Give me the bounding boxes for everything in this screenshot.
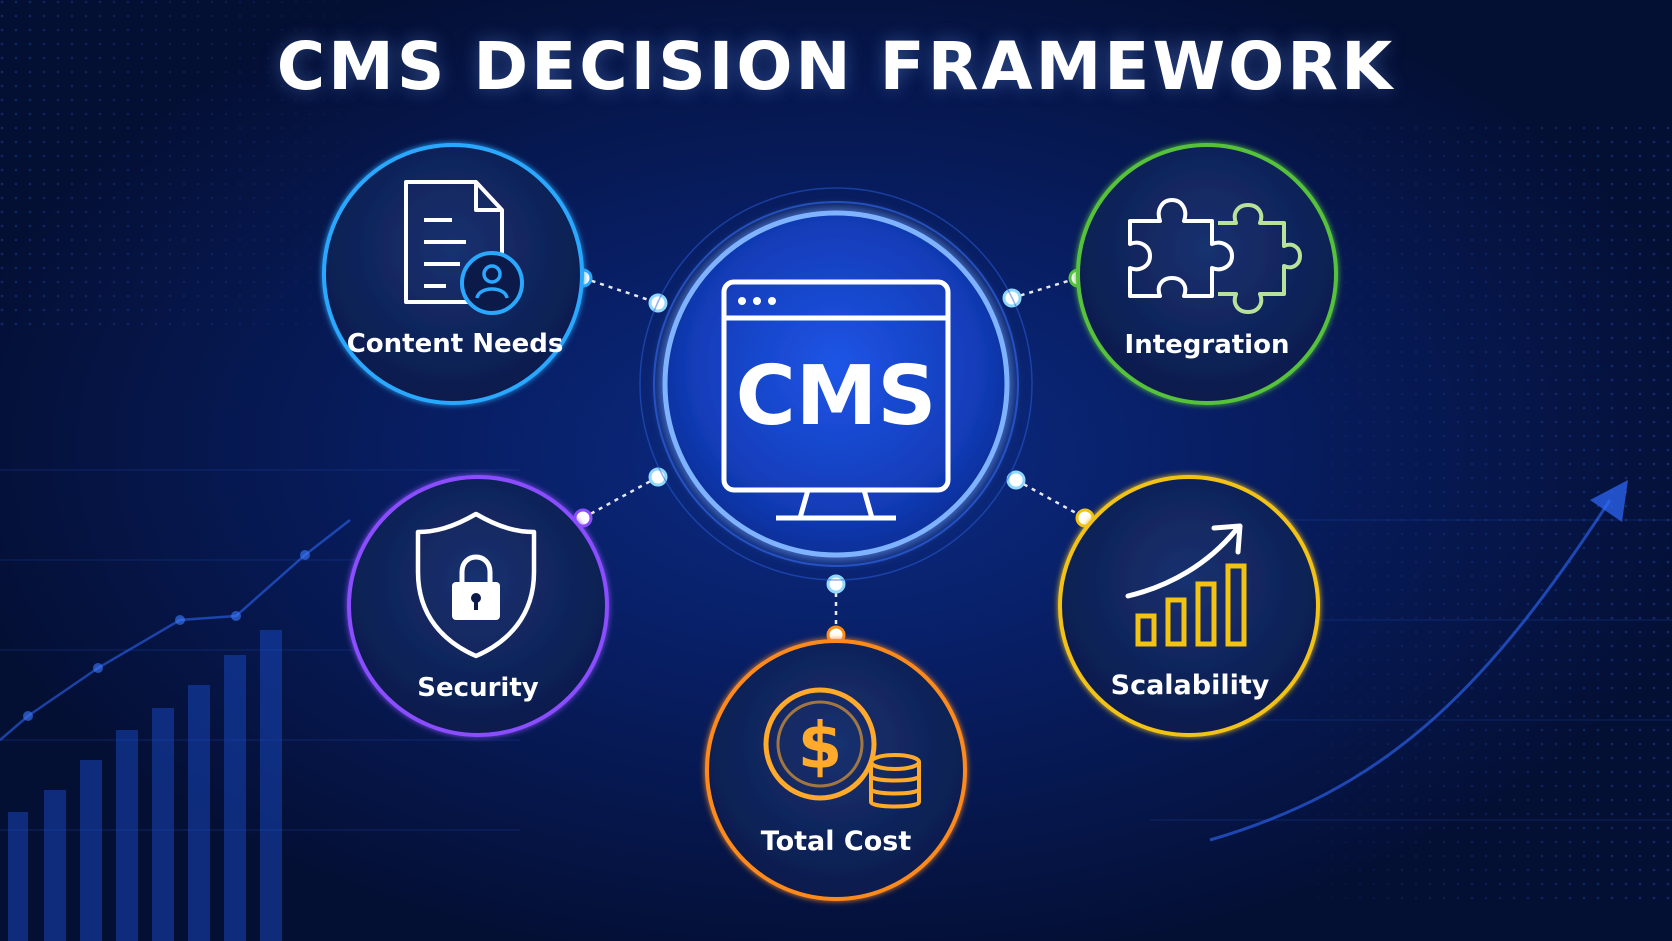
- cms-center-node: CMS: [639, 187, 1033, 581]
- node-label-scalability: Scalability: [1111, 670, 1270, 701]
- node-total-cost: $ Total Cost: [705, 639, 967, 901]
- growth-chart-icon: [1125, 523, 1247, 647]
- dollar-coins-icon: $: [763, 687, 921, 809]
- node-security: Security: [347, 475, 609, 737]
- connector-security: [582, 475, 659, 520]
- node-integration: Integration: [1076, 143, 1338, 405]
- node-label-integration: Integration: [1125, 330, 1290, 360]
- svg-text:$: $: [798, 710, 843, 784]
- connector-content-needs: [582, 276, 659, 305]
- page-title: CMS DECISION FRAMEWORK: [276, 28, 1396, 105]
- node-label-content-needs: Content Needs: [347, 329, 564, 359]
- shield-lock-icon: [415, 511, 537, 659]
- puzzle-icon: [1128, 198, 1234, 298]
- node-label-total-cost: Total Cost: [761, 826, 912, 857]
- connector-scalability: [1015, 478, 1086, 520]
- connector-integration: [1011, 276, 1079, 300]
- node-scalability: Scalability: [1058, 475, 1320, 737]
- monitor-icon: [721, 279, 951, 521]
- node-label-security: Security: [417, 673, 538, 703]
- cms-label: CMS: [736, 349, 937, 444]
- node-content-needs: Content Needs: [322, 143, 584, 405]
